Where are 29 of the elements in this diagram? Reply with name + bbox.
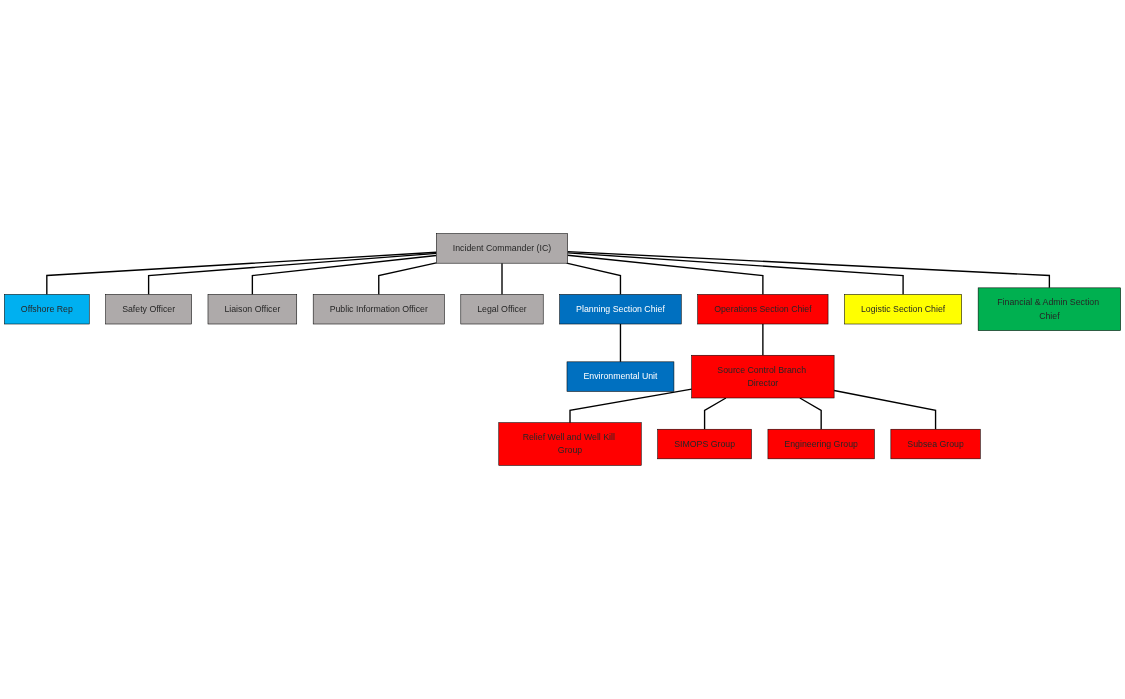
connector [619,323,622,363]
connector [762,323,764,356]
node-box: Relief Well and Well Kill Group [498,422,642,466]
node-box: Public Information Officer [312,294,445,325]
connector [46,251,438,296]
node-box: Logistic Section Chief [844,294,962,325]
node-box: Offshore Rep [4,294,90,325]
node-box: Engineering Group [767,428,875,460]
node-box: Planning Section Chief [559,294,682,325]
node-box: Liaison Officer [207,294,298,325]
connector [569,388,693,424]
node-box: Financial & Admin Section Chief [977,287,1121,331]
connector [147,252,438,296]
connector [251,254,438,296]
connector [833,389,937,430]
node-box: Source Control Branch Director [691,354,835,399]
node-box: SIMOPS Group [657,428,752,460]
connector [378,262,438,296]
connector [566,250,1051,289]
connector [566,252,904,296]
connector [565,262,622,296]
node-box: Subsea Group [890,428,981,460]
node-box: Legal Officer [460,294,544,325]
node-box: Operations Section Chief [697,294,829,325]
connector [566,254,764,296]
node-box: Environmental Unit [566,361,675,392]
node-box: Incident Commander (IC) [436,233,568,264]
node-box: Safety Officer [105,294,192,325]
connector [501,262,503,296]
